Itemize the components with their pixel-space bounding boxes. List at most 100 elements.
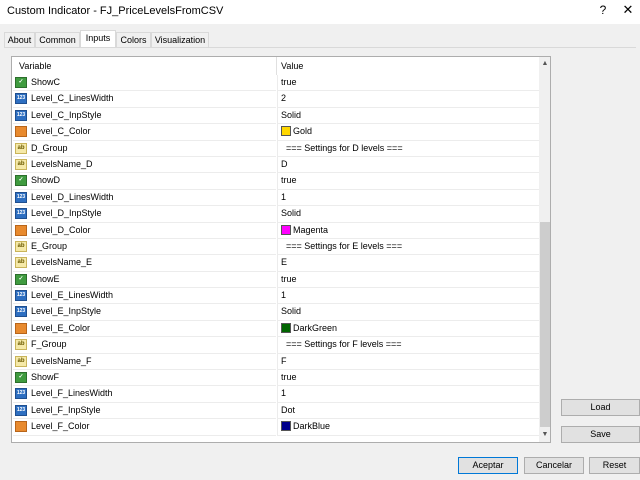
value-cell[interactable]: 1 (277, 189, 540, 207)
variable-name: D_Group (31, 142, 68, 153)
scroll-down-icon[interactable]: ▼ (541, 431, 549, 438)
variable-value: 1 (281, 191, 287, 202)
value-cell[interactable]: true (277, 75, 540, 92)
int-icon: 123 (15, 404, 27, 416)
cancel-button[interactable]: Cancelar (524, 457, 584, 474)
color-swatch[interactable] (281, 224, 291, 235)
value-cell[interactable]: 1 (277, 386, 540, 403)
string-icon: ab (15, 240, 27, 252)
vertical-scrollbar[interactable]: ▲ ▼ (539, 57, 550, 442)
variable-cell: Level_C_Color (13, 124, 276, 141)
variable-value: true (281, 77, 297, 87)
scrollbar-thumb[interactable] (540, 222, 550, 427)
variable-name: Level_C_Color (31, 126, 91, 137)
column-header-value[interactable]: Value (281, 61, 304, 71)
reset-button[interactable]: Reset (589, 457, 640, 474)
value-cell[interactable]: true (277, 173, 540, 190)
variable-name: ShowD (31, 175, 61, 186)
value-cell[interactable]: === Settings for D levels === (277, 140, 540, 157)
tab-colors[interactable]: Colors (116, 32, 151, 47)
tab-visualization[interactable]: Visualization (151, 32, 209, 47)
variable-cell: 123 Level_C_LinesWidth (13, 91, 276, 108)
bool-icon: ✓ (15, 175, 27, 187)
int-icon: 123 (15, 93, 27, 105)
value-cell[interactable]: Gold (277, 124, 540, 141)
variable-name: Level_D_InpStyle (31, 208, 102, 219)
value-cell[interactable]: Solid (277, 107, 540, 125)
tab-inputs[interactable]: Inputs (80, 30, 116, 48)
color-swatch[interactable] (281, 126, 291, 137)
value-cell[interactable]: DarkGreen (277, 320, 540, 338)
table-row[interactable]: Level_C_Color Gold (13, 124, 540, 141)
value-cell[interactable]: === Settings for E levels === (277, 238, 540, 256)
variable-name: ShowC (31, 77, 61, 87)
save-button[interactable]: Save (561, 426, 640, 443)
grid-header: Variable Value (12, 57, 539, 75)
load-button[interactable]: Load (561, 399, 640, 416)
value-cell[interactable]: 2 (277, 91, 540, 108)
close-button[interactable]: ✕ (622, 2, 634, 17)
value-cell[interactable]: true (277, 370, 540, 387)
value-cell[interactable]: F (277, 353, 540, 371)
value-cell[interactable]: === Settings for F levels === (277, 337, 540, 354)
variable-name: E_Group (31, 240, 68, 251)
bool-icon: ✓ (15, 273, 27, 285)
variable-name: LevelsName_F (31, 355, 92, 366)
variable-value: === Settings for F levels === (286, 339, 402, 350)
value-cell[interactable]: Dot (277, 402, 540, 420)
column-separator[interactable] (276, 57, 277, 75)
bool-icon: ✓ (15, 372, 27, 384)
table-row[interactable]: ✓ ShowD true (13, 173, 540, 190)
table-row[interactable]: Level_E_Color DarkGreen (13, 320, 540, 338)
value-cell[interactable]: Solid (277, 206, 540, 223)
variable-name: Level_D_LinesWidth (31, 191, 114, 202)
value-cell[interactable]: E (277, 255, 540, 272)
table-row[interactable]: 123 Level_C_LinesWidth 2 (13, 91, 540, 108)
variable-cell: Level_D_Color (13, 223, 276, 239)
variable-value: E (281, 257, 288, 268)
variable-cell: ✓ ShowD (13, 173, 276, 190)
color-swatch[interactable] (281, 322, 291, 333)
variable-name: F_Group (31, 339, 67, 350)
variable-name: Level_C_LinesWidth (31, 93, 114, 104)
value-cell[interactable]: 1 (277, 288, 540, 305)
ok-button[interactable]: Aceptar (458, 457, 518, 474)
color-icon (15, 126, 27, 138)
value-cell[interactable]: D (277, 156, 540, 174)
color-swatch[interactable] (281, 421, 291, 432)
tab-common[interactable]: Common (35, 32, 80, 47)
inputs-grid[interactable]: Variable Value ✓ ShowC true 123 Level_C_Line… (11, 56, 551, 443)
value-cell[interactable]: Solid (277, 304, 540, 321)
scroll-up-icon[interactable]: ▲ (541, 60, 549, 67)
value-cell[interactable]: true (277, 271, 540, 289)
value-cell[interactable]: DarkBlue (277, 419, 540, 436)
column-header-variable[interactable]: Variable (19, 61, 52, 71)
value-cell[interactable]: Magenta (277, 222, 540, 239)
table-row[interactable]: ab E_Group === Settings for E levels === (13, 238, 540, 256)
variable-name: LevelsName_D (31, 158, 93, 169)
tab-about[interactable]: About (4, 32, 35, 47)
help-button[interactable]: ? (599, 3, 607, 17)
variable-name: Level_E_Color (31, 322, 91, 333)
